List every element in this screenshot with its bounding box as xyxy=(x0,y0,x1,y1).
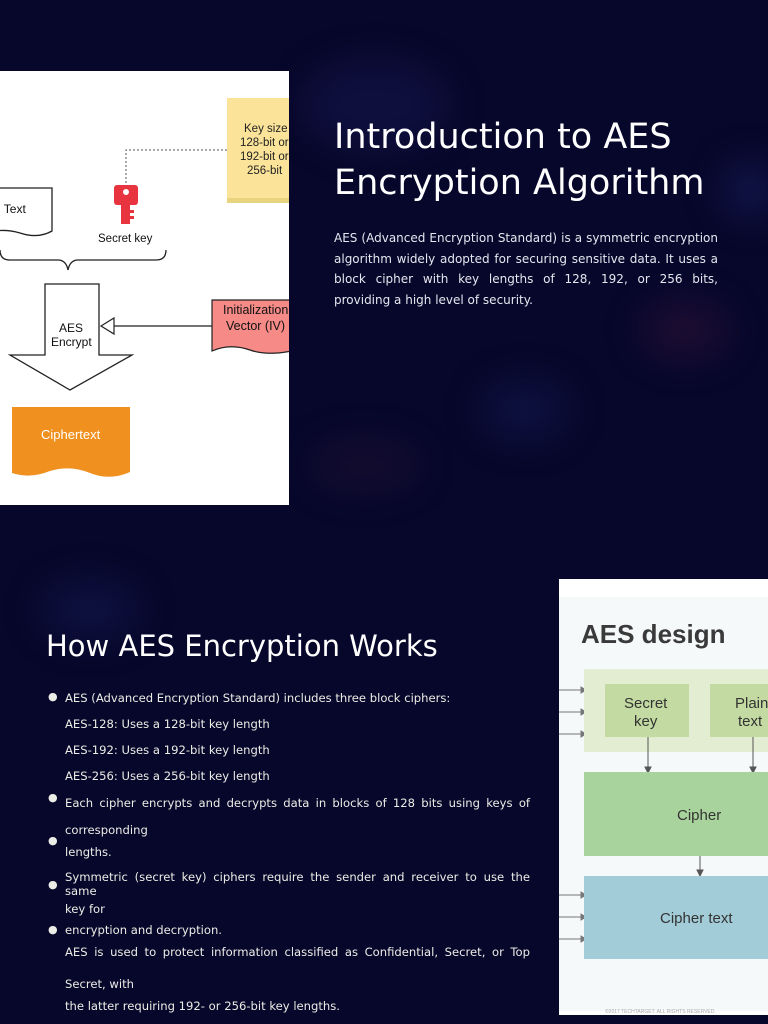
plain-text-box xyxy=(710,684,768,737)
secret-key-box xyxy=(605,684,689,737)
ciphertext-document xyxy=(12,407,130,477)
plain-text-label: Plain Text xyxy=(0,202,26,216)
list-line: AES-192: Uses a 192-bit key length xyxy=(65,743,270,757)
iv-label: Vector (IV) xyxy=(226,319,285,333)
bullet-dot: ● xyxy=(48,878,58,891)
secret-key-text: key xyxy=(634,713,658,730)
brace xyxy=(0,249,167,271)
list-line: AES-128: Uses a 128-bit key length xyxy=(65,717,270,731)
bullet-dot: ● xyxy=(48,834,58,847)
plain-text-text: Plain xyxy=(735,695,768,712)
list-line: encryption and decryption. xyxy=(65,923,222,937)
key-size-line: Key size xyxy=(244,123,287,135)
background-glow xyxy=(480,380,570,440)
intro-paragraph: AES (Advanced Encryption Standard) is a … xyxy=(334,231,718,307)
plain-text-text: text xyxy=(738,713,763,730)
list-line: AES is used to protect information class… xyxy=(65,945,530,959)
list-line: key for xyxy=(65,902,105,916)
list-line: AES-256: Uses a 256-bit key length xyxy=(65,769,270,783)
secret-key-text: Secret xyxy=(624,695,668,712)
plain-text-document xyxy=(0,187,53,237)
aes-design-diagram: AES design Secret key Plain text Cipher xyxy=(559,579,768,1015)
list-line: Secret, with xyxy=(65,977,135,991)
aes-encrypt-arrow xyxy=(7,283,135,391)
copyright-footer: ©2017 TECHTARGET. ALL RIGHTS RESERVED. xyxy=(605,1008,716,1015)
intro-title-line: Encryption Algorithm xyxy=(334,163,705,203)
cipher-text-box xyxy=(584,876,768,959)
list-line: AES (Advanced Encryption Standard) inclu… xyxy=(65,691,451,705)
encrypt-label: Encrypt xyxy=(51,335,92,349)
list-line: Each cipher encrypts and decrypts data i… xyxy=(65,796,530,810)
key-size-line: 256-bit xyxy=(247,165,283,177)
cipher-label: Cipher xyxy=(677,807,721,824)
aes-label: AES xyxy=(59,321,83,335)
intro-title: Introduction to AES Encryption Algorithm xyxy=(334,114,734,206)
cipher-box xyxy=(584,772,768,856)
iv-document xyxy=(211,299,289,354)
list-line: lengths. xyxy=(65,845,112,859)
intro-title-line: Introduction to AES xyxy=(334,117,672,157)
key-icon xyxy=(114,185,138,224)
key-size-line: 128-bit or xyxy=(240,137,289,149)
key-size-note xyxy=(227,98,289,202)
list-line: the latter requiring 192- or 256-bit key… xyxy=(65,999,340,1013)
bullet-dot: ● xyxy=(48,791,58,804)
iv-label: Initialization xyxy=(223,303,288,317)
bullet-dot: ● xyxy=(48,923,58,936)
aes-encryption-diagram: Key size 128-bit or 192-bit or 256-bit P… xyxy=(0,71,289,505)
secret-key-label: Secret key xyxy=(98,233,153,245)
how-it-works-title: How AES Encryption Works xyxy=(46,629,438,663)
bullet-dot: ● xyxy=(48,690,58,703)
list-line: corresponding xyxy=(65,823,148,837)
background-glow xyxy=(310,440,420,490)
ciphertext-label: Ciphertext xyxy=(41,427,101,442)
key-size-line: 192-bit or xyxy=(240,151,289,163)
cipher-text-label: Cipher text xyxy=(660,910,733,927)
list-line: Symmetric (secret key) ciphers require t… xyxy=(65,870,530,898)
aes-design-title: AES design xyxy=(581,619,725,649)
